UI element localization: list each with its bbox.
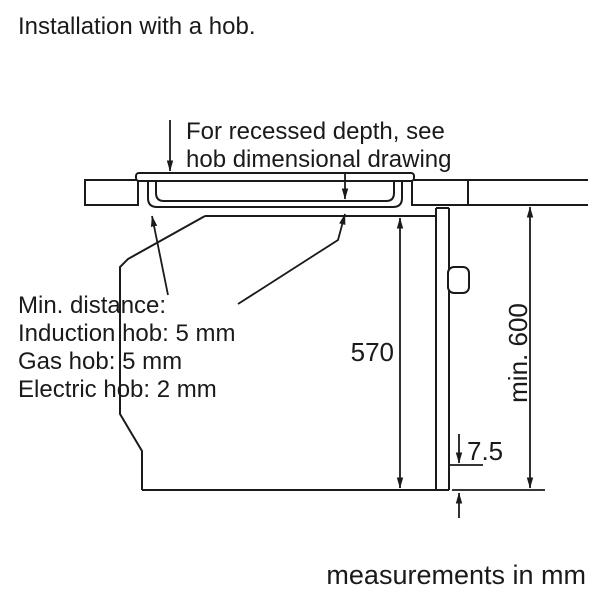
- min-distance-leader-left-icon: [150, 215, 169, 296]
- oven-handle: [447, 266, 470, 294]
- min-distance-leader-center-icon: [237, 213, 346, 305]
- hob-tub-inner: [155, 181, 395, 202]
- recessed-depth-note-line1: For recessed depth, see: [186, 118, 445, 145]
- min-distance-induction: Induction hob: 5 mm: [18, 320, 235, 347]
- min-distance-gas: Gas hob: 5 mm: [18, 348, 182, 375]
- oven-left-break-outline: [119, 215, 206, 490]
- hob-tub-outer: [147, 181, 403, 208]
- dim-7-5-label: 7.5: [467, 436, 503, 466]
- dim-600-label: min. 600: [503, 303, 533, 403]
- worktop-left-section: [84, 179, 139, 206]
- recessed-depth-note-line2: hob dimensional drawing: [186, 146, 452, 173]
- min-distance-heading: Min. distance:: [18, 292, 166, 319]
- measurements-note: measurements in mm: [326, 560, 586, 590]
- hob-flange: [135, 172, 415, 182]
- min-distance-electric: Electric hob: 2 mm: [18, 376, 217, 403]
- worktop-right-section: [411, 179, 469, 206]
- dim-570-label: 570: [351, 337, 394, 367]
- diagram-title: Installation with a hob.: [18, 13, 255, 40]
